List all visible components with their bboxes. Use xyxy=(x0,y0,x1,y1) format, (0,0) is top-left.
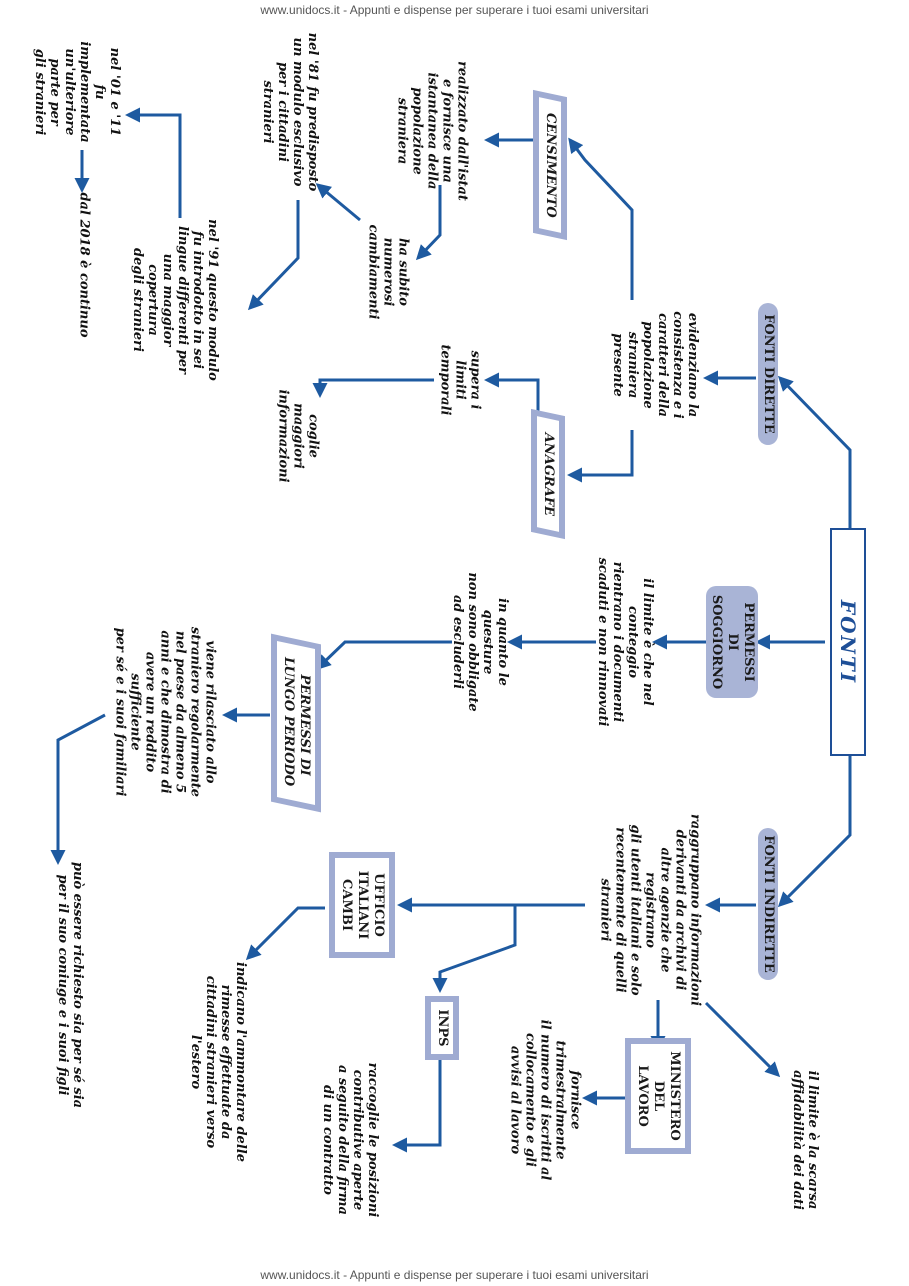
arrow-desc-inps xyxy=(432,905,517,993)
arrow-desc-changes xyxy=(415,185,442,261)
arrow-inps-desc xyxy=(392,1060,442,1153)
arrow-cambi-desc xyxy=(245,906,325,961)
soggiorno-questure-text: in quanto le questure non sono obbligate… xyxy=(450,572,510,712)
soggiorno-limit-text: il limite è che nel conteggio rientrano … xyxy=(595,557,655,727)
watermark-footer: www.unidocs.it - Appunti e dispense per … xyxy=(260,1268,649,1282)
lungo-desc-text: viene rilasciato allo straniero regolarm… xyxy=(112,626,218,798)
anagrafe-more-text: coglie maggiori informazioni xyxy=(275,389,321,483)
fonti-node: FONTI xyxy=(830,528,866,756)
dirette-desc-text: evidenziano la consistenza e i caratteri… xyxy=(610,311,700,419)
anagrafe-desc-text: supera i limiti temporali xyxy=(437,344,483,416)
cambi-desc-text: indicano l'ammontare delle rimesse effet… xyxy=(188,962,248,1162)
permessi-lungo-node: PERMESSI DI LUNGO PERIODO xyxy=(271,633,321,813)
arrow-anagrafe-desc xyxy=(484,372,540,420)
ufficio-cambi-node: UFFICIO ITALIANI CAMBI xyxy=(329,852,395,958)
permessi-soggiorno-node: PERMESSI DI SOGGIORNO xyxy=(706,586,758,698)
indirette-limit-text: il limite è la scarsa affidabilità dei d… xyxy=(790,1070,820,1210)
arrow-questure-lungo xyxy=(315,640,452,671)
arrow-indirette-limit xyxy=(704,1001,781,1078)
ministero-desc-text: fornisce trimestralmente il numero di is… xyxy=(507,1019,583,1181)
fonti-dirette-node: FONTI DIRETTE xyxy=(758,303,778,445)
arrow-desc-richiesto xyxy=(50,713,106,865)
censimento-81-text: nel '81 fu predisposto un modulo esclusi… xyxy=(260,32,320,192)
censimento-desc-text: realizzato dall'istat e fornisce una ist… xyxy=(394,61,470,201)
censimento-01-text: nel '01 e '11 fu implementata un'ulterio… xyxy=(32,41,122,143)
inps-desc-text: raccoglie le posizioni contributive aper… xyxy=(320,1062,380,1218)
arrow-changes-81 xyxy=(315,183,361,222)
arrow-91-01 xyxy=(125,107,182,218)
arrow-desc-anagrafe xyxy=(567,430,634,483)
fonti-indirette-node: FONTI INDIRETTE xyxy=(758,828,778,980)
anagrafe-node: ANAGRAFE xyxy=(531,408,565,540)
censimento-node: CENSIMENTO xyxy=(533,89,567,241)
lungo-richiesto-text: può essere richiesto sia per sé sia per … xyxy=(55,861,85,1109)
inps-node: INPS xyxy=(425,996,459,1060)
arrow-anagrafe-more xyxy=(312,378,434,398)
censimento-91-text: nel '91 questo modulo fu introdotto in s… xyxy=(130,219,220,381)
watermark-header: www.unidocs.it - Appunti e dispense per … xyxy=(260,3,649,17)
ministero-node: MINISTERO DEL LAVORO xyxy=(625,1038,691,1154)
arrow-desc-censimento xyxy=(568,137,634,300)
censimento-changes-text: ha subito numerosi cambiamenti xyxy=(365,224,411,320)
indirette-desc-text: raggruppano informazioni derivanti da ar… xyxy=(597,813,703,1007)
censimento-2018-text: dal 2018 è continuo xyxy=(76,192,92,338)
arrow-81-91 xyxy=(247,200,300,311)
